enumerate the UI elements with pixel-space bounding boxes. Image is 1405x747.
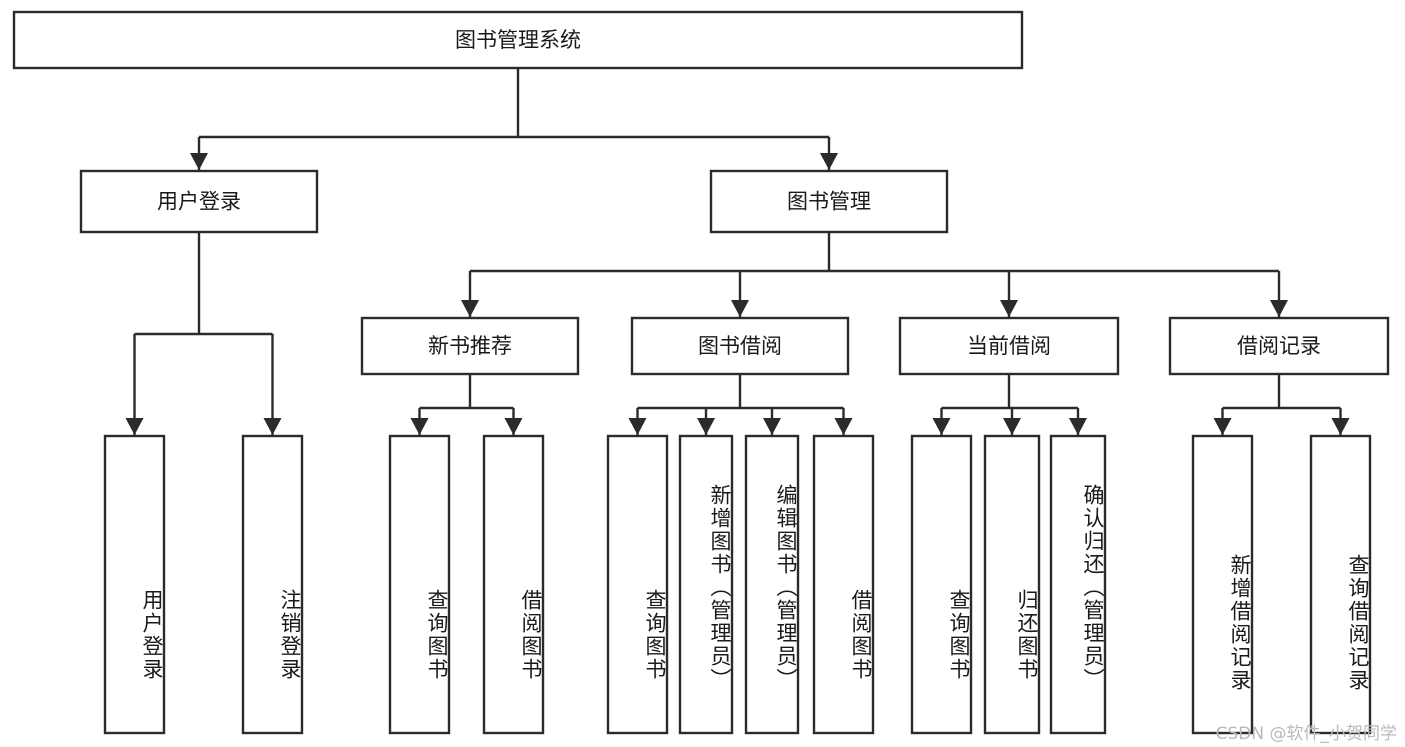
arrow-head-icon	[1069, 418, 1087, 435]
node--leaf[interactable]	[482, 434, 545, 735]
node-box-layer	[12, 10, 1390, 735]
node--leaf[interactable]	[812, 434, 875, 735]
node-label-vertical: 归还图书	[1015, 588, 1039, 681]
node-label: 当前借阅	[967, 334, 1051, 358]
node--leaf[interactable]	[678, 434, 734, 735]
node-label-vertical: 编辑图书（管理员）	[774, 484, 798, 691]
arrow-head-icon	[125, 418, 144, 435]
node--leaf[interactable]	[1309, 434, 1372, 735]
node--leaf[interactable]	[241, 434, 304, 735]
arrow-head-icon	[504, 418, 523, 435]
arrow-head-icon	[628, 418, 647, 435]
node-label-vertical: 新增图书（管理员）	[708, 484, 732, 691]
arrow-head-icon	[1270, 300, 1288, 317]
node--l2[interactable]	[79, 169, 319, 234]
node-label-vertical: 借阅图书	[519, 588, 543, 681]
arrow-head-icon	[932, 418, 951, 435]
arrow-head-icon	[1000, 300, 1018, 317]
node--l3[interactable]	[630, 316, 850, 376]
node--l3[interactable]	[360, 316, 580, 376]
arrow-head-icon	[410, 418, 429, 435]
node-label: 图书管理系统	[455, 28, 581, 52]
node-label-vertical: 用户登录	[140, 588, 164, 681]
arrow-head-icon	[834, 418, 853, 435]
node-label-vertical: 查询图书	[947, 588, 971, 681]
node--leaf[interactable]	[910, 434, 973, 735]
node--l3[interactable]	[1168, 316, 1390, 376]
node--leaf[interactable]	[983, 434, 1041, 735]
node-label-vertical: 查询图书	[643, 588, 667, 681]
connector-layer	[125, 68, 1350, 435]
csdn-watermark: CSDN @软件_小贺同学	[1215, 724, 1397, 744]
node-label: 图书借阅	[698, 334, 782, 358]
root-node-book-management-system[interactable]	[12, 10, 1024, 70]
node-label-vertical: 查询借阅记录	[1346, 553, 1370, 692]
arrow-head-icon	[461, 300, 479, 317]
node--l2[interactable]	[709, 169, 949, 234]
node--leaf[interactable]	[744, 434, 800, 735]
node-label-vertical: 确认归还（管理员）	[1081, 484, 1105, 691]
node-label: 新书推荐	[428, 334, 512, 358]
node--l3[interactable]	[898, 316, 1120, 376]
node-label-vertical: 借阅图书	[849, 588, 873, 681]
arrow-head-icon	[697, 418, 715, 435]
node--leaf[interactable]	[388, 434, 451, 735]
arrow-head-icon	[1003, 418, 1021, 435]
arrow-head-icon	[763, 418, 781, 435]
node-label: 用户登录	[157, 190, 241, 214]
arrow-head-icon	[1213, 418, 1232, 435]
node--leaf[interactable]	[606, 434, 669, 735]
node-label-vertical: 注销登录	[278, 588, 302, 681]
node-label-vertical: 新增借阅记录	[1228, 553, 1252, 692]
arrow-head-icon	[263, 418, 282, 435]
node--leaf[interactable]	[1191, 434, 1254, 735]
node-label-vertical: 查询图书	[425, 588, 449, 681]
node-label: 图书管理	[787, 190, 871, 214]
node--leaf[interactable]	[103, 434, 166, 735]
arrow-head-icon	[190, 153, 208, 170]
node-label: 借阅记录	[1237, 334, 1321, 358]
node--leaf[interactable]	[1049, 434, 1107, 735]
arrow-head-icon	[731, 300, 749, 317]
arrow-head-icon	[820, 153, 838, 170]
arrow-head-icon	[1331, 418, 1350, 435]
